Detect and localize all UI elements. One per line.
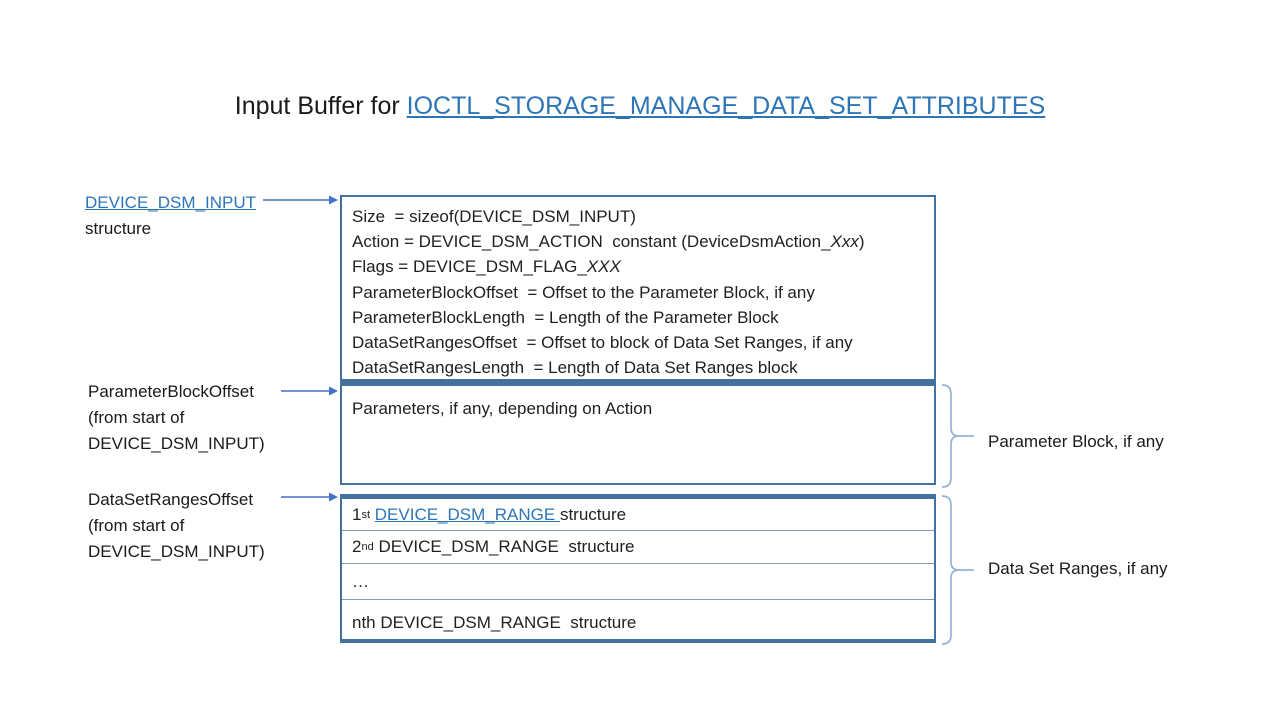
device-dsm-range-link[interactable]: DEVICE_DSM_RANGE <box>374 504 560 524</box>
label-data-set-ranges: Data Set Ranges, if any <box>988 559 1168 578</box>
field-parameterblockoffset: ParameterBlockOffset = Offset to the Par… <box>352 282 815 302</box>
range-row-nth: nth DEVICE_DSM_RANGE structure <box>352 613 637 632</box>
label-parameter-block: Parameter Block, if any <box>988 432 1164 451</box>
field-flags: Flags = DEVICE_DSM_FLAG_XXX <box>352 257 621 277</box>
field-datasetrangeslength: DataSetRangesLength = Length of Data Set… <box>352 358 798 378</box>
field-size: Size = sizeof(DEVICE_DSM_INPUT) <box>352 207 636 226</box>
range-row-ellipsis: … <box>342 564 934 600</box>
field-datasetrangesoffset: DataSetRangesOffset = Offset to block of… <box>352 333 853 353</box>
arrow-to-parameter-block <box>281 386 338 396</box>
field-parameterblocklength: ParameterBlockLength = Length of the Par… <box>352 307 779 327</box>
device-dsm-input-link[interactable]: DEVICE_DSM_INPUT <box>85 193 256 212</box>
device-dsm-input-box: Size = sizeof(DEVICE_DSM_INPUT) Action =… <box>340 195 936 381</box>
label-parameterblockoffset: ParameterBlockOffset (from start of DEVI… <box>88 382 265 453</box>
arrow-to-input-box <box>263 195 338 205</box>
parameter-block-box: Parameters, if any, depending on Action <box>340 381 936 485</box>
arrow-to-data-set-ranges <box>281 492 338 502</box>
field-action: Action = DEVICE_DSM_ACTION constant (Dev… <box>352 232 865 252</box>
brace-data-set-ranges <box>941 495 974 645</box>
label-device-dsm-input: DEVICE_DSM_INPUT structure <box>85 193 256 238</box>
title-ioctl-link[interactable]: IOCTL_STORAGE_MANAGE_DATA_SET_ATTRIBUTES <box>406 92 1046 120</box>
page-title: Input Buffer for IOCTL_STORAGE_MANAGE_DA… <box>0 92 1280 121</box>
parameter-block-text: Parameters, if any, depending on Action <box>352 399 653 418</box>
title-text: Input Buffer for <box>234 92 407 120</box>
label-datasetrangesoffset: DataSetRangesOffset (from start of DEVIC… <box>88 490 265 561</box>
brace-parameter-block <box>941 384 974 488</box>
